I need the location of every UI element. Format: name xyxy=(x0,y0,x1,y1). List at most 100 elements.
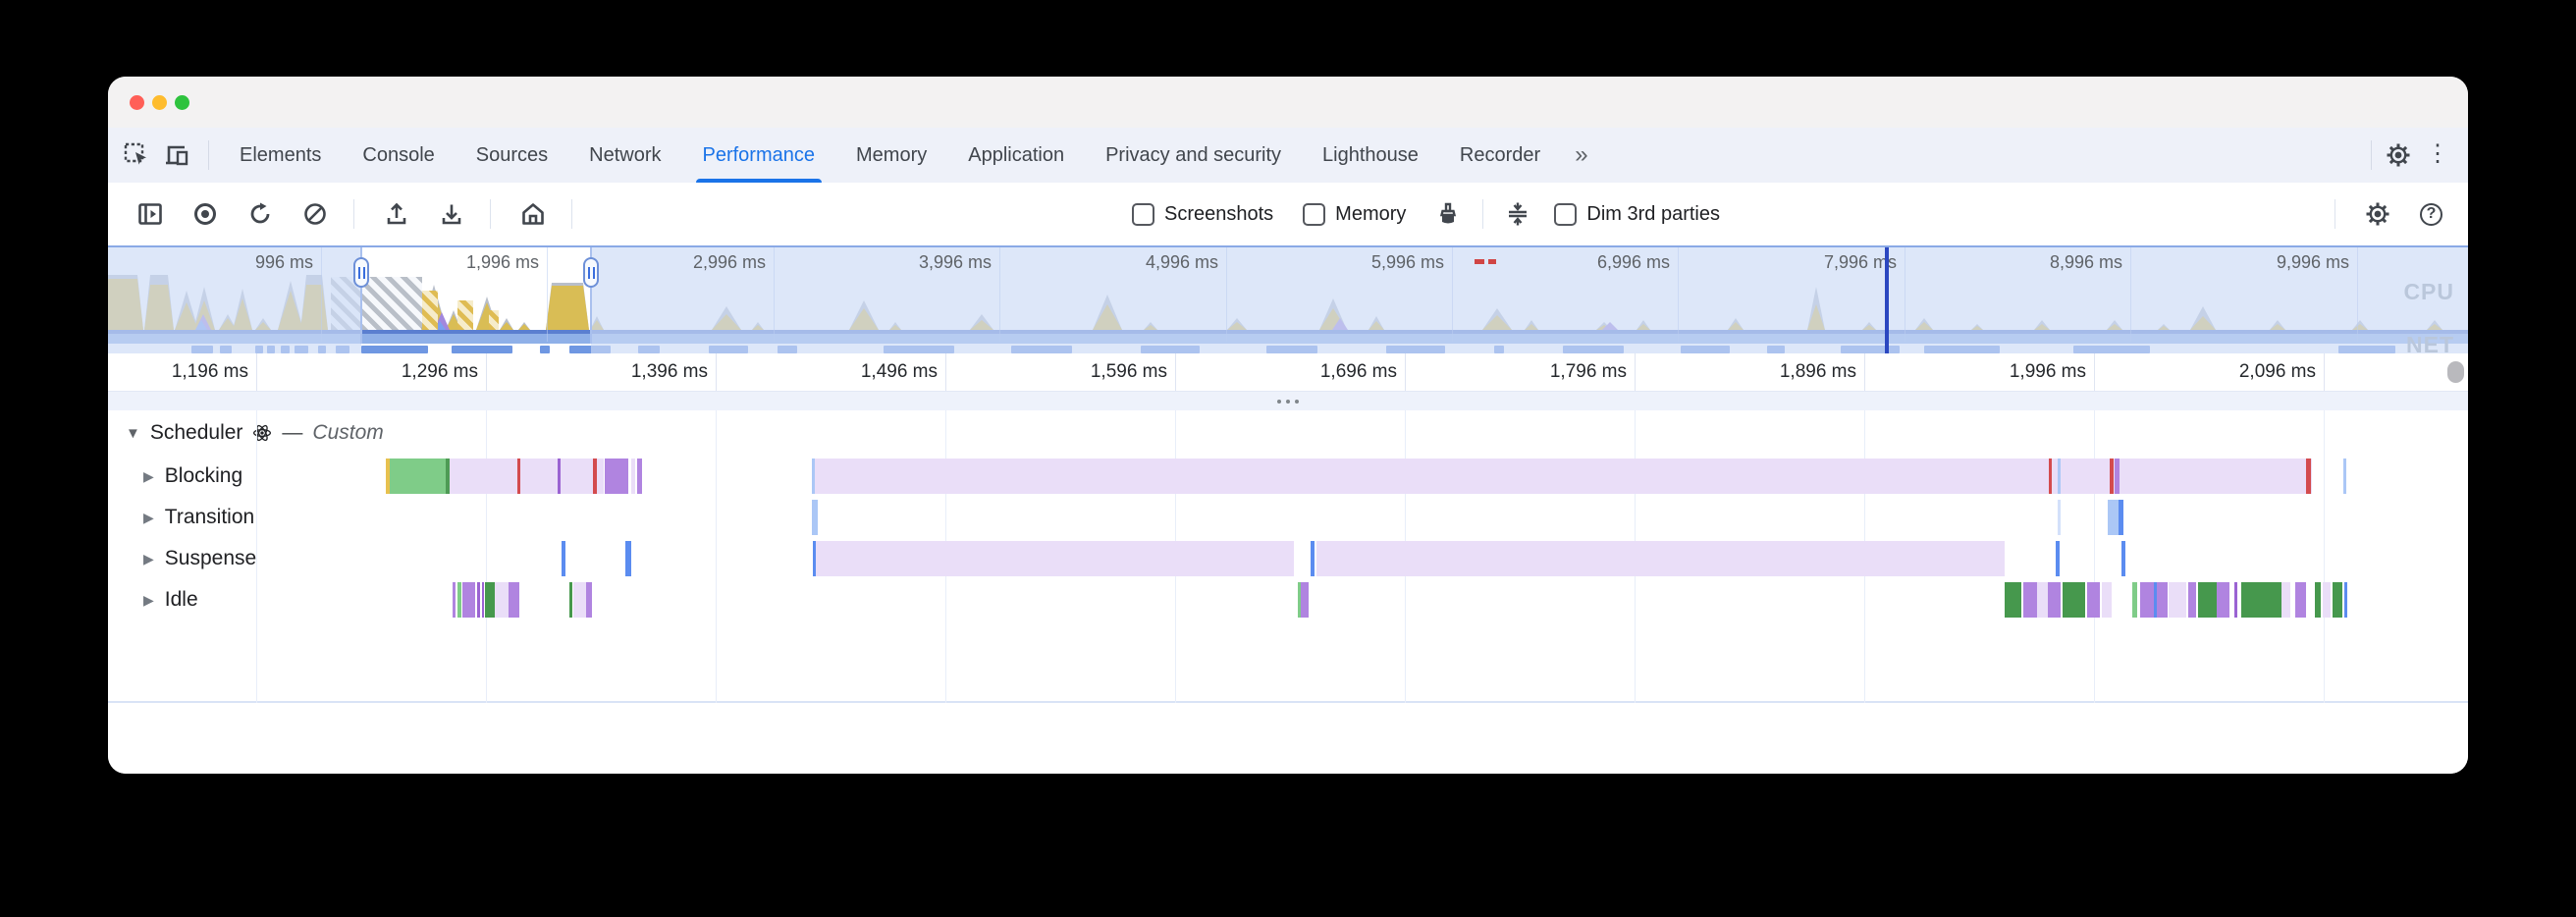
expand-triangle-icon[interactable]: ▶ xyxy=(143,509,154,525)
checkbox-dim-3rd-parties[interactable]: Dim 3rd parties xyxy=(1554,202,1720,226)
tab-privacy-and-security[interactable]: Privacy and security xyxy=(1085,128,1302,183)
capture-settings-gear-icon[interactable] xyxy=(2365,201,2390,227)
track-row-transition[interactable]: ▶Transition xyxy=(143,497,254,538)
flame-segment-lavender[interactable] xyxy=(2169,582,2186,618)
flame-segment-lavender[interactable] xyxy=(2281,582,2290,618)
flame-segment-darkgreen[interactable] xyxy=(569,582,572,618)
dim-3rd-parties-checkbox-box[interactable] xyxy=(1554,202,1578,226)
flame-segment-purple[interactable] xyxy=(2115,458,2120,494)
panel-resize-handle[interactable] xyxy=(108,391,2468,411)
collapse-tracks-icon[interactable] xyxy=(1505,201,1530,227)
flame-segment-purple[interactable] xyxy=(637,458,642,494)
flame-segment-yellow[interactable] xyxy=(386,458,390,494)
minimize-button[interactable] xyxy=(152,94,167,110)
zoom-button[interactable] xyxy=(175,94,189,110)
flame-segment-green[interactable] xyxy=(390,458,447,494)
flame-segment-lavender[interactable] xyxy=(1316,541,2005,576)
flame-segment-darkgreen[interactable] xyxy=(2198,582,2217,618)
flame-segment-lavender[interactable] xyxy=(573,582,586,618)
help-icon[interactable]: ? xyxy=(2420,202,2443,226)
track-row-idle[interactable]: ▶Idle xyxy=(143,579,198,620)
flame-segment-darkgreen[interactable] xyxy=(2005,582,2021,618)
flame-segment-lavender[interactable] xyxy=(597,458,604,494)
record-icon[interactable] xyxy=(192,201,218,227)
flame-segment-lavender[interactable] xyxy=(812,458,2312,494)
inspect-element-icon[interactable] xyxy=(124,142,149,168)
flame-segment-blue[interactable] xyxy=(2121,541,2125,576)
flame-segment-blue[interactable] xyxy=(813,541,816,576)
flame-segment-red[interactable] xyxy=(593,458,597,494)
flame-segment-purple[interactable] xyxy=(2023,582,2037,618)
flame-segment-purple[interactable] xyxy=(2295,582,2306,618)
upload-profile-icon[interactable] xyxy=(384,201,409,227)
flame-segment-lightblue[interactable] xyxy=(812,500,818,535)
flame-segment-violet[interactable] xyxy=(482,582,484,618)
flame-segment-lightblue[interactable] xyxy=(2108,500,2119,535)
playhead-marker[interactable] xyxy=(1885,247,1889,355)
flame-segment-blue[interactable] xyxy=(2154,582,2157,618)
flame-segment-lightblue[interactable] xyxy=(2058,458,2061,494)
flame-segment-purple[interactable] xyxy=(2087,582,2100,618)
flame-segment-blue[interactable] xyxy=(562,541,565,576)
screenshots-checkbox-box[interactable] xyxy=(1132,202,1154,226)
expand-triangle-icon[interactable]: ▶ xyxy=(143,467,154,484)
flame-segment-darkgreen[interactable] xyxy=(2063,582,2085,618)
flame-segment-lavender[interactable] xyxy=(495,582,509,618)
flame-segment-purple[interactable] xyxy=(2140,582,2154,618)
flame-segment-violet[interactable] xyxy=(2234,582,2237,618)
flame-segment-green[interactable] xyxy=(2132,582,2137,618)
flame-segment-violet[interactable] xyxy=(477,582,480,618)
flame-segment-blue[interactable] xyxy=(2119,500,2123,535)
garbage-collect-icon[interactable] xyxy=(1435,201,1461,227)
download-profile-icon[interactable] xyxy=(439,201,464,227)
flame-segment-green[interactable] xyxy=(1298,582,1301,618)
flame-segment-purple[interactable] xyxy=(586,582,592,618)
tab-application[interactable]: Application xyxy=(947,128,1085,183)
flame-segment-red[interactable] xyxy=(2306,458,2311,494)
track-row-suspense[interactable]: ▶Suspense xyxy=(143,538,256,579)
flame-segment-purple[interactable] xyxy=(2188,582,2196,618)
tab-performance[interactable]: Performance xyxy=(682,128,836,183)
flame-segment-purple[interactable] xyxy=(2217,582,2229,618)
checkbox-screenshots[interactable]: Screenshots xyxy=(1132,202,1273,226)
flame-segment-purple[interactable] xyxy=(509,582,519,618)
flame-segment-blue[interactable] xyxy=(625,541,631,576)
flame-segment-lightblue[interactable] xyxy=(2343,458,2346,494)
selection-handle-right[interactable] xyxy=(583,257,599,288)
tab-console[interactable]: Console xyxy=(342,128,455,183)
flame-segment-greenedge[interactable] xyxy=(446,458,450,494)
flame-segment-blue[interactable] xyxy=(2344,582,2347,618)
flame-segment-violet[interactable] xyxy=(558,458,561,494)
scheduler-track-header[interactable]: ▼ Scheduler — Custom xyxy=(126,410,384,456)
more-tabs-chevron[interactable]: » xyxy=(1575,141,1588,168)
flame-segment-purple[interactable] xyxy=(2157,582,2168,618)
expand-triangle-icon[interactable]: ▶ xyxy=(143,550,154,566)
flame-segment-purple[interactable] xyxy=(1301,582,1309,618)
vertical-scrollbar-thumb[interactable] xyxy=(2447,361,2464,383)
flame-segment-purple[interactable] xyxy=(605,458,628,494)
settings-gear-icon[interactable] xyxy=(2386,142,2411,168)
flame-segment-green[interactable] xyxy=(457,582,461,618)
timeline-overview[interactable]: CPU NET 996 ms1,996 ms2,996 ms3,996 ms4,… xyxy=(108,245,2468,357)
flame-segment-purple[interactable] xyxy=(462,582,475,618)
tab-network[interactable]: Network xyxy=(568,128,681,183)
flame-segment-lavender[interactable] xyxy=(2323,582,2331,618)
flame-segment-red[interactable] xyxy=(2049,458,2052,494)
flame-segment-lavender[interactable] xyxy=(631,458,635,494)
flame-segment-lavender[interactable] xyxy=(813,541,1294,576)
selection-handle-left[interactable] xyxy=(353,257,369,288)
flame-segment-blue[interactable] xyxy=(1311,541,1315,576)
tab-sources[interactable]: Sources xyxy=(456,128,568,183)
expand-triangle-icon[interactable]: ▶ xyxy=(143,591,154,608)
toggle-sidebar-icon[interactable] xyxy=(137,201,163,227)
flame-segment-purple[interactable] xyxy=(453,582,456,618)
clear-icon[interactable] xyxy=(302,201,328,227)
tab-memory[interactable]: Memory xyxy=(835,128,947,183)
tab-recorder[interactable]: Recorder xyxy=(1439,128,1561,183)
flame-segment-purple[interactable] xyxy=(2048,582,2061,618)
device-toolbar-icon[interactable] xyxy=(165,142,190,168)
kebab-menu-icon[interactable]: ⋮ xyxy=(2426,140,2449,167)
flame-segment-darkgreen[interactable] xyxy=(2315,582,2321,618)
flame-segment-blue[interactable] xyxy=(2056,541,2060,576)
